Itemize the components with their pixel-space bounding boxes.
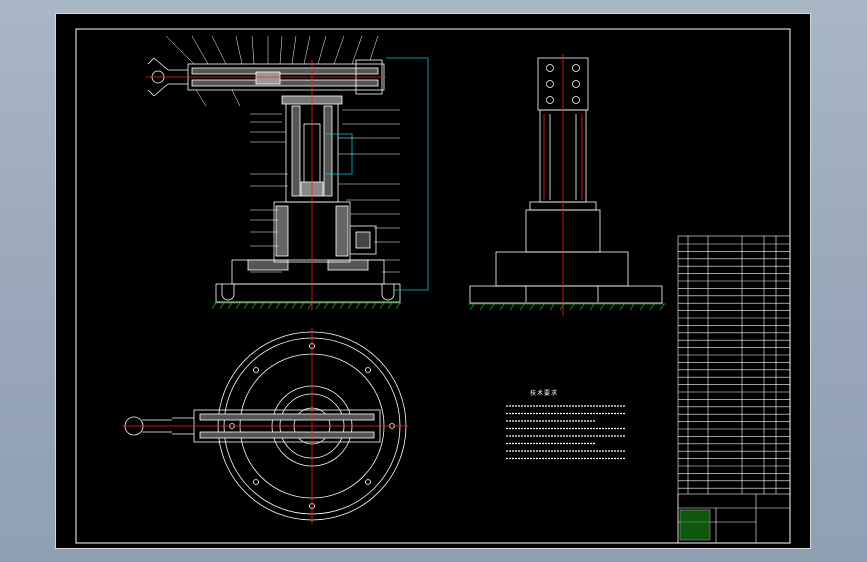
drawing-sheet: 技术要求	[55, 13, 811, 549]
ground-hatch	[211, 302, 402, 310]
right-anchor	[381, 284, 395, 301]
gripper	[147, 57, 188, 97]
parts-list	[677, 235, 791, 544]
technical-requirements-title: 技术要求	[530, 390, 559, 397]
side-view	[468, 54, 666, 316]
side-ground-hatch	[468, 303, 666, 311]
cad-drawing	[75, 28, 791, 544]
base-plate	[215, 283, 401, 303]
left-anchor	[221, 284, 235, 301]
title-block	[677, 493, 791, 544]
top-view	[122, 328, 408, 524]
side-base-plate	[469, 285, 663, 304]
front-section-view	[146, 35, 429, 310]
